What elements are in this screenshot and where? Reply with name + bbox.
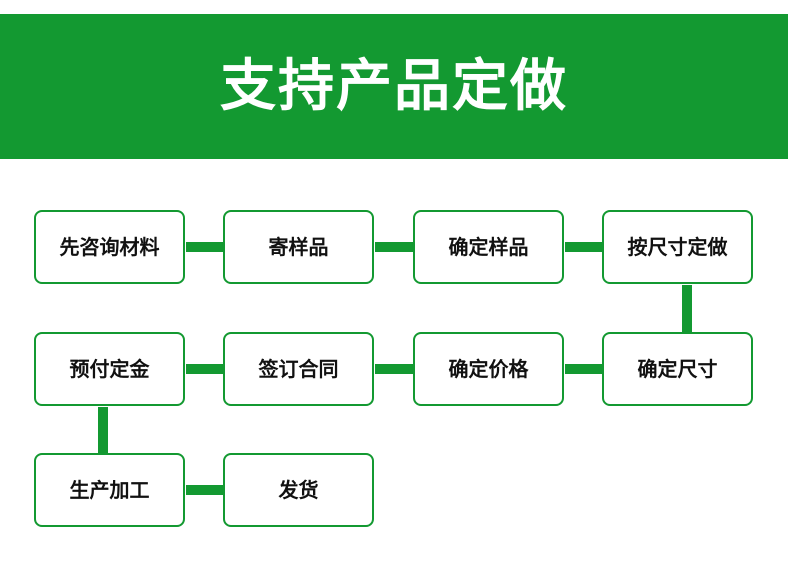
- step-custom-by-size: 按尺寸定做: [602, 210, 753, 284]
- step-label: 预付定金: [69, 357, 150, 381]
- header-banner: 支持产品定做: [0, 14, 788, 159]
- connector-7-8: [186, 364, 224, 374]
- step-confirm-price: 确定价格: [413, 332, 564, 406]
- step-confirm-samples: 确定样品: [413, 210, 564, 284]
- connector-6-7: [375, 364, 414, 374]
- step-sign-contract: 签订合同: [223, 332, 374, 406]
- connector-8-9: [98, 407, 108, 454]
- connector-1-2: [186, 242, 224, 252]
- step-label: 确定尺寸: [637, 357, 718, 381]
- step-production: 生产加工: [34, 453, 185, 527]
- step-label: 生产加工: [69, 478, 150, 502]
- connector-9-10: [186, 485, 224, 495]
- step-send-samples: 寄样品: [223, 210, 374, 284]
- step-label: 确定价格: [448, 357, 529, 381]
- step-label: 发货: [278, 478, 319, 502]
- step-label: 寄样品: [268, 235, 329, 259]
- step-label: 先咨询材料: [59, 235, 160, 259]
- connector-5-6: [565, 364, 603, 374]
- step-consult-materials: 先咨询材料: [34, 210, 185, 284]
- connector-2-3: [375, 242, 414, 252]
- connector-4-5: [682, 285, 692, 333]
- connector-3-4: [565, 242, 603, 252]
- step-label: 签订合同: [258, 357, 339, 381]
- step-confirm-size: 确定尺寸: [602, 332, 753, 406]
- step-prepay-deposit: 预付定金: [34, 332, 185, 406]
- step-shipping: 发货: [223, 453, 374, 527]
- step-label: 确定样品: [448, 235, 529, 259]
- step-label: 按尺寸定做: [627, 235, 728, 259]
- page-title: 支持产品定做: [220, 53, 568, 119]
